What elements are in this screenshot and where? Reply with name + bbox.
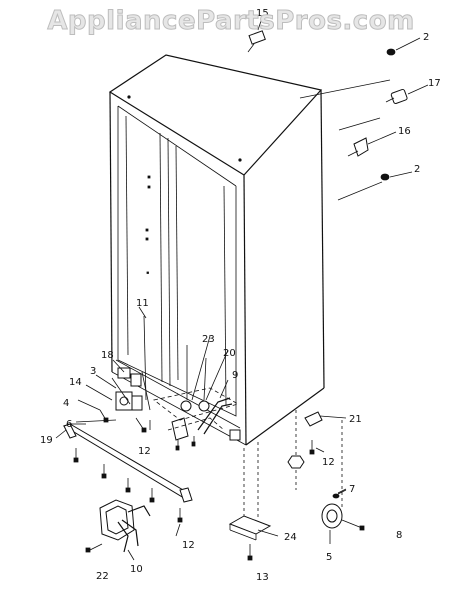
kick-plate-screws (73, 409, 183, 523)
callout-10: 10 (130, 564, 143, 575)
callout-3: 3 (90, 366, 96, 377)
callout-12-bottom: 12 (182, 540, 195, 551)
part-16-bracket (347, 137, 369, 157)
cabinet (108, 54, 391, 446)
callout-18: 18 (101, 350, 114, 361)
part-12-right-screw (309, 440, 315, 455)
part-21-clip (304, 411, 323, 427)
callout-13: 13 (256, 572, 269, 583)
callout-20: 20 (223, 348, 236, 359)
dashed-leg-guides (243, 410, 343, 520)
callout-4: 4 (63, 398, 69, 409)
part-9-drain-tube (197, 379, 241, 441)
part-center-bracket (171, 417, 196, 451)
part-24-leveling-leg (228, 515, 272, 541)
callout-labels: 15 2 17 16 2 11 23 20 9 18 3 14 4 6 19 2… (40, 8, 441, 583)
part-7-washer (332, 489, 347, 499)
callout-14: 14 (69, 377, 82, 388)
part-17-fitting (385, 88, 408, 104)
part-23-clip (180, 345, 192, 412)
callout-12-right: 12 (322, 457, 335, 468)
part-19-kick-plate (62, 423, 193, 503)
callout-23: 23 (202, 334, 215, 345)
part-8-screw (341, 519, 365, 531)
callout-17: 17 (428, 78, 441, 89)
part-13-screw (247, 544, 253, 561)
callout-6: 6 (66, 419, 72, 430)
part-nut (287, 455, 305, 469)
callout-19: 19 (40, 435, 53, 446)
leader-lines (55, 17, 429, 537)
part-20-clip (198, 357, 210, 412)
part-10-bracket (99, 499, 151, 561)
callout-12-left: 12 (138, 446, 151, 457)
callout-8: 8 (396, 530, 402, 541)
part-15-connector (247, 30, 266, 53)
callout-24: 24 (284, 532, 297, 543)
part-2-screw-top (386, 48, 396, 56)
callout-21: 21 (349, 414, 362, 425)
callout-16: 16 (398, 126, 411, 137)
callout-2-side: 2 (414, 164, 420, 175)
part-2-screw-side (380, 173, 390, 181)
callout-7: 7 (349, 484, 355, 495)
valve-assembly (111, 315, 151, 411)
callout-2-top: 2 (423, 32, 429, 43)
callout-22: 22 (96, 571, 109, 582)
watermark: AppliancePartsPros.com (47, 6, 415, 37)
callout-11: 11 (136, 298, 149, 309)
callout-5: 5 (326, 552, 332, 563)
callout-15: 15 (256, 8, 269, 19)
part-22-screw (85, 543, 103, 553)
callout-9: 9 (232, 370, 238, 381)
part-5-roller (321, 503, 343, 544)
